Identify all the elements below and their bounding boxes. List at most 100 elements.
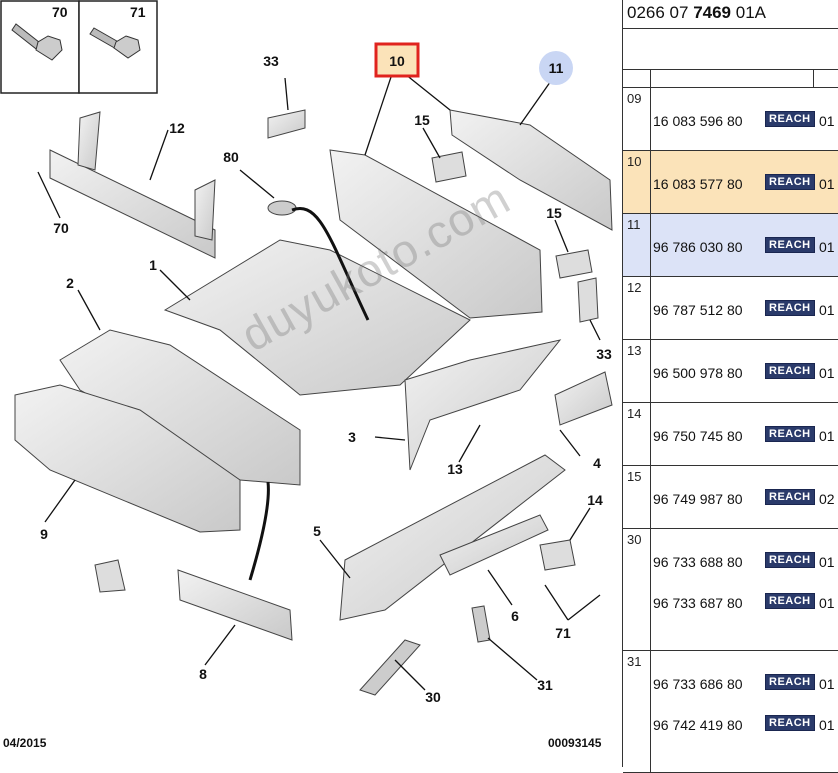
reach-badge: REACH <box>765 715 815 731</box>
bracket-small-shape <box>94 559 126 593</box>
quantity: 01 <box>819 428 835 444</box>
part-number: 16 083 596 80 <box>653 113 743 129</box>
row-index: 12 <box>627 280 642 295</box>
part-8-shape <box>177 569 293 641</box>
thumb-label-71: 71 <box>130 4 146 20</box>
row-index: 30 <box>627 532 642 547</box>
quantity: 01 <box>819 717 835 733</box>
part-80-shape <box>267 200 297 216</box>
reach-badge: REACH <box>765 174 815 190</box>
callout-80[interactable]: 80 <box>223 149 239 165</box>
part-5-shape <box>339 454 566 621</box>
callout-5[interactable]: 5 <box>313 523 321 539</box>
callout-70[interactable]: 70 <box>53 220 69 236</box>
row-index: 10 <box>627 154 642 169</box>
row-index: 09 <box>627 91 642 106</box>
row-index: 31 <box>627 654 642 669</box>
parts-diagram: 70 71 12 33 10 11 80 15 15 1 2 70 33 3 1… <box>0 0 613 750</box>
date-code: 04/2015 <box>3 736 47 750</box>
callout-71[interactable]: 71 <box>555 625 571 641</box>
callout-13[interactable]: 13 <box>447 461 463 477</box>
callout-3[interactable]: 3 <box>348 429 356 445</box>
bolt-71-image <box>89 27 141 59</box>
part-33-top-shape <box>267 109 306 139</box>
callout-6[interactable]: 6 <box>511 608 519 624</box>
callout-33-top[interactable]: 33 <box>263 53 279 69</box>
quantity: 01 <box>819 554 835 570</box>
callout-30[interactable]: 30 <box>425 689 441 705</box>
row-index: 11 <box>627 217 641 232</box>
callout-10[interactable]: 10 <box>389 53 405 69</box>
callout-8[interactable]: 8 <box>199 666 207 682</box>
callout-9[interactable]: 9 <box>40 526 48 542</box>
part-number: 96 500 978 80 <box>653 365 743 381</box>
part-number: 96 742 419 80 <box>653 717 743 733</box>
quantity: 01 <box>819 365 835 381</box>
part-9-shape <box>14 384 241 533</box>
part-30-shape <box>359 639 421 696</box>
part-11-shape <box>449 109 613 231</box>
reach-badge: REACH <box>765 674 815 690</box>
part-number: 96 733 686 80 <box>653 676 743 692</box>
part-number: 96 787 512 80 <box>653 302 743 318</box>
thumb-label-70: 70 <box>52 4 68 20</box>
highlight-callout-circle <box>539 51 573 85</box>
reach-badge: REACH <box>765 426 815 442</box>
callout-33-right[interactable]: 33 <box>596 346 612 362</box>
quantity: 01 <box>819 239 835 255</box>
reach-badge: REACH <box>765 363 815 379</box>
callout-31[interactable]: 31 <box>537 677 553 693</box>
quantity: 01 <box>819 595 835 611</box>
part-number: 96 786 030 80 <box>653 239 743 255</box>
part-31-shape <box>471 605 491 643</box>
callout-2[interactable]: 2 <box>66 275 74 291</box>
bolt-70-image <box>11 23 63 61</box>
callout-4[interactable]: 4 <box>593 455 601 471</box>
part-14-shape <box>539 539 576 571</box>
part-number: 96 733 687 80 <box>653 595 743 611</box>
reach-badge: REACH <box>765 237 815 253</box>
callout-15-right[interactable]: 15 <box>546 205 562 221</box>
column-header-row <box>623 70 838 88</box>
reference-header: 0266 07 7469 01A <box>623 0 838 29</box>
ref-suffix: 01A <box>731 3 766 22</box>
part-3-shape <box>404 339 562 471</box>
part-4-shape <box>554 371 613 426</box>
part-15b-shape <box>555 249 593 279</box>
callout-1[interactable]: 1 <box>149 257 157 273</box>
part-12-shape <box>49 111 216 259</box>
callout-12[interactable]: 12 <box>169 120 185 136</box>
callout-15-top[interactable]: 15 <box>414 112 430 128</box>
part-number: 16 083 577 80 <box>653 176 743 192</box>
reach-badge: REACH <box>765 111 815 127</box>
part-6-shape <box>439 514 549 576</box>
callout-14[interactable]: 14 <box>587 492 603 508</box>
reach-badge: REACH <box>765 489 815 505</box>
reach-badge: REACH <box>765 300 815 316</box>
callout-11[interactable]: 11 <box>548 60 564 76</box>
reach-badge: REACH <box>765 552 815 568</box>
row-index: 14 <box>627 406 642 421</box>
row-index: 13 <box>627 343 642 358</box>
